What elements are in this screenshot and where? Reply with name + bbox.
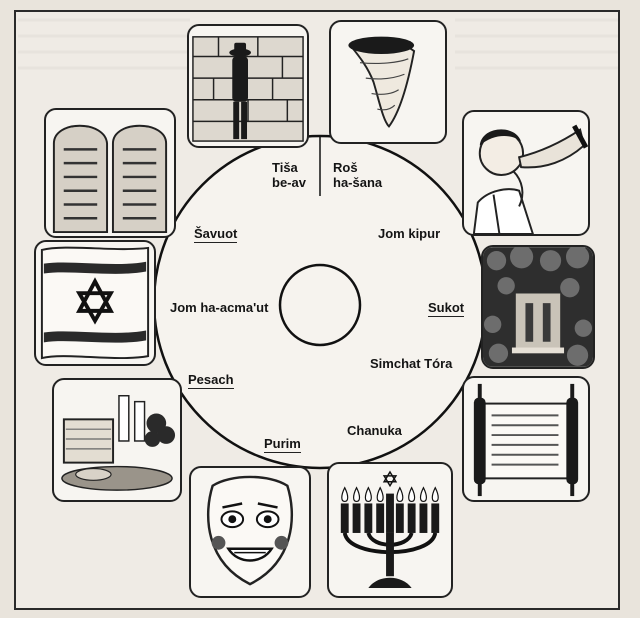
label-jom-ha-acmaut: Jom ha-acma'ut (170, 300, 269, 315)
israel-flag-icon (34, 240, 156, 366)
passover-table-icon (52, 378, 182, 502)
label-chanuka: Chanuka (347, 423, 402, 438)
sukkah-icon (481, 245, 595, 369)
label-ros-ha-sana: Roš ha-šana (333, 160, 383, 190)
western-wall-icon (187, 24, 309, 148)
label-tisa-be-av: Tiša be-av (272, 160, 306, 190)
shofar-blower-icon (462, 110, 590, 236)
torah-scroll-icon (462, 376, 590, 502)
tablets-icon (44, 108, 176, 238)
purim-mask-icon (189, 466, 311, 598)
shofar-horn-icon (329, 20, 447, 144)
inner-circle (278, 263, 362, 347)
label-jom-kipur: Jom kipur (378, 226, 441, 241)
label-sukot: Sukot (428, 300, 465, 317)
label-purim: Purim (264, 436, 301, 453)
label-simchat-tora: Simchat Tóra (370, 356, 453, 371)
label-pesach: Pesach (188, 372, 234, 389)
menorah-icon (327, 462, 453, 598)
label-savuot: Šavuot (194, 226, 238, 243)
